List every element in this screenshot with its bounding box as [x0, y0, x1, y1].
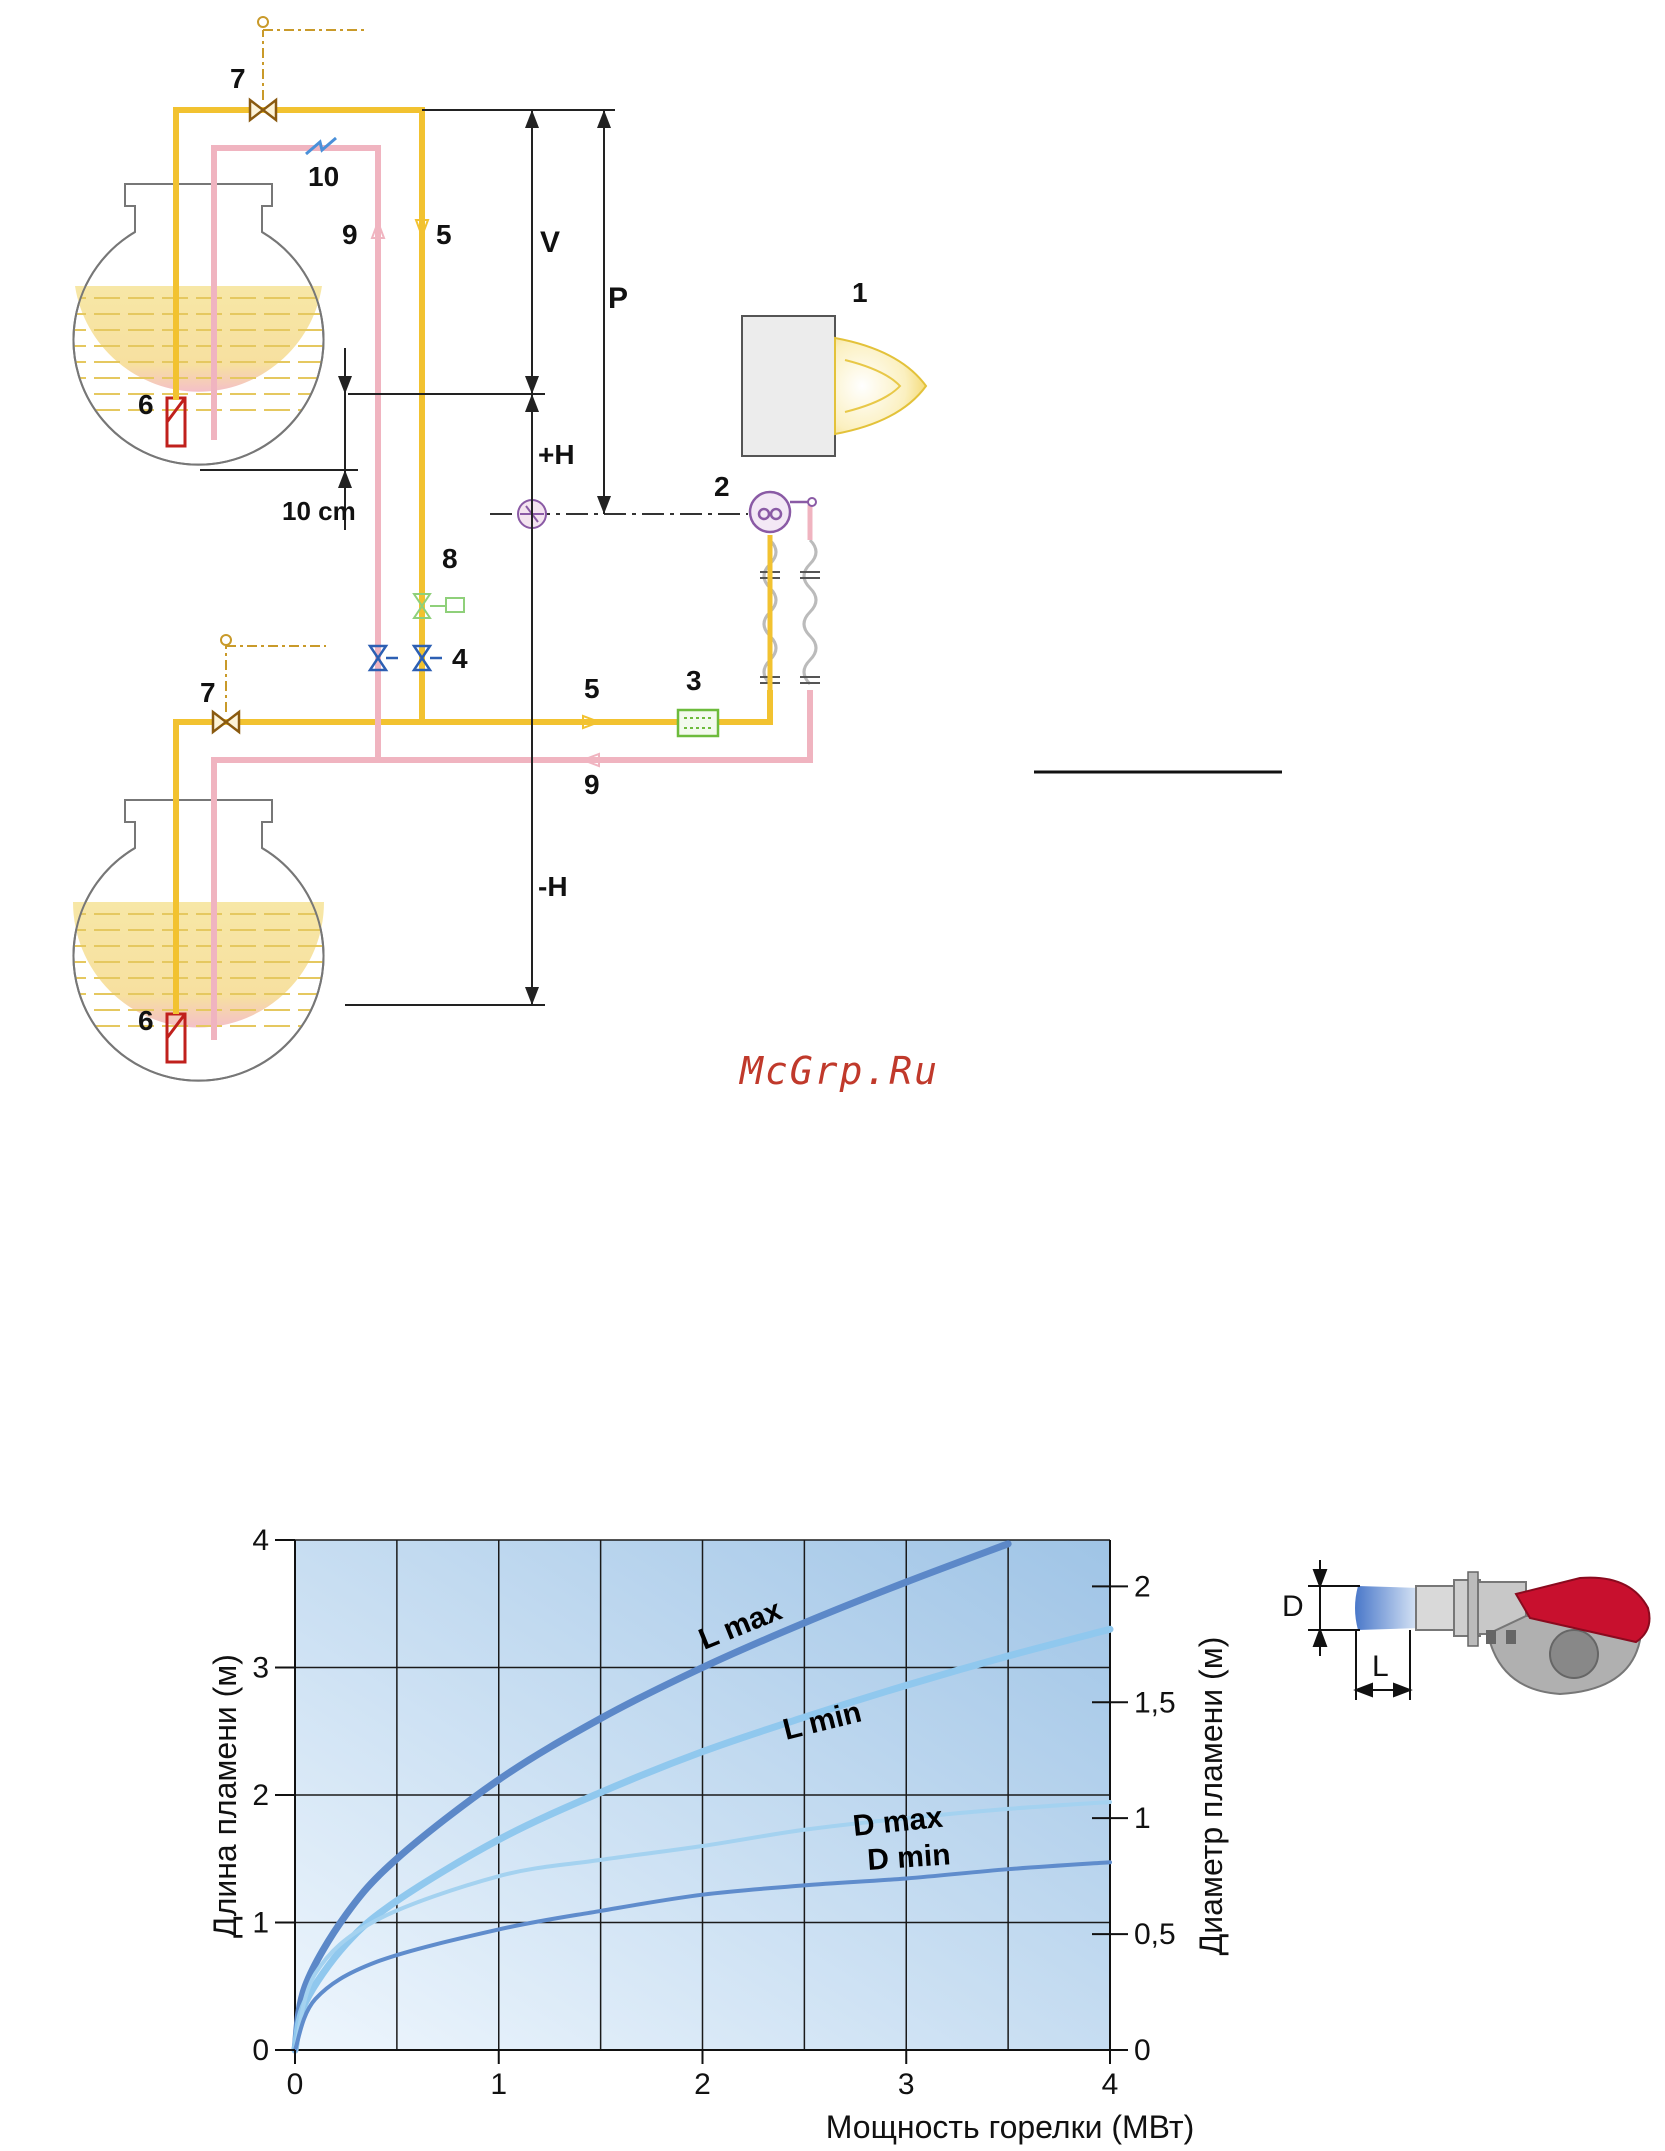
label-10cm: 10 cm [282, 496, 356, 526]
label-6-upper: 6 [138, 389, 154, 420]
label-7-upper: 7 [230, 63, 246, 94]
label-V: V [540, 226, 560, 259]
label-9-upper: 9 [342, 219, 358, 250]
label-5-upper: 5 [436, 219, 452, 250]
burner-unit [742, 316, 835, 456]
bottom-tick-label: 3 [898, 2068, 915, 2101]
bottom-tick-label: 0 [287, 2068, 304, 2101]
label-10: 10 [308, 161, 339, 192]
label-9-lower: 9 [584, 769, 600, 800]
fuel-supply-schematic: 1 2 3 4 5 5 6 6 7 7 8 9 9 10 V P +H -H 1… [60, 17, 1282, 1081]
label-3: 3 [686, 665, 702, 696]
label-2: 2 [714, 471, 730, 502]
flame [835, 338, 926, 434]
left-tick-label: 2 [252, 1779, 269, 1812]
upper-tank [60, 184, 340, 465]
y-axis-title-left: Длина пламени (м) [207, 1654, 243, 1938]
label-7-lower: 7 [200, 677, 216, 708]
label-minus-H: -H [538, 871, 568, 902]
burner-label-L: L [1372, 1650, 1389, 1683]
label-plus-H: +H [538, 439, 575, 470]
label-4: 4 [452, 643, 468, 674]
x-axis-title: Мощность горелки (МВт) [826, 2109, 1194, 2145]
right-tick-label: 0 [1134, 2034, 1151, 2067]
bottom-tick-label: 2 [694, 2068, 711, 2101]
watermark-text: McGrp.Ru [738, 1049, 939, 1093]
left-tick-label: 0 [252, 2034, 269, 2067]
pump [750, 492, 816, 532]
bottom-tick-label: 4 [1102, 2068, 1119, 2101]
curve-label-dmin: D min [866, 1838, 951, 1877]
burner-label-D: D [1282, 1590, 1304, 1623]
label-P: P [608, 282, 628, 315]
label-6-lower: 6 [138, 1005, 154, 1036]
left-tick-label: 4 [252, 1524, 269, 1557]
label-1: 1 [852, 277, 868, 308]
y-axis-title-right: Диаметр пламени (м) [1193, 1637, 1229, 1956]
label-5-lower: 5 [584, 673, 600, 704]
left-tick-label: 1 [252, 1907, 269, 1940]
burner-illustration: D L [1282, 1560, 1650, 1700]
lower-tank [60, 800, 340, 1081]
left-tick-label: 3 [252, 1652, 269, 1685]
right-tick-label: 1,5 [1134, 1686, 1176, 1719]
label-8: 8 [442, 543, 458, 574]
right-tick-label: 1 [1134, 1802, 1151, 1835]
right-tick-label: 2 [1134, 1570, 1151, 1603]
right-tick-label: 0,5 [1134, 1918, 1176, 1951]
filter [678, 710, 718, 736]
burner-flame [1355, 1586, 1425, 1630]
bottom-tick-label: 1 [490, 2068, 507, 2101]
